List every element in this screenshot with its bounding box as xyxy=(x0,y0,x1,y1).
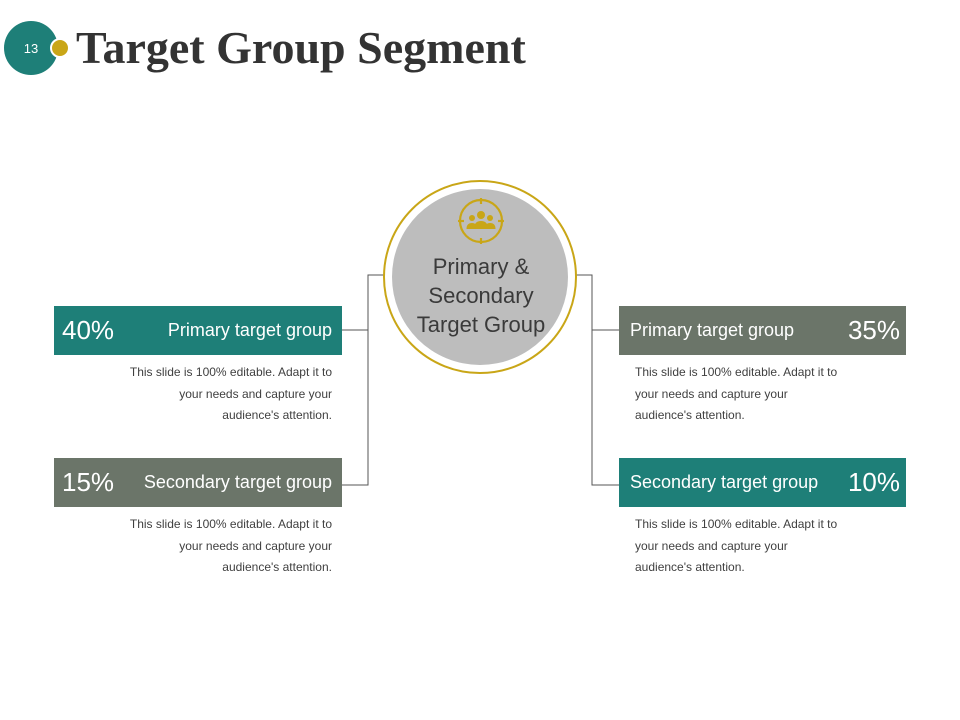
segment-description-primary-left: This slide is 100% editable. Adapt it to… xyxy=(102,362,332,427)
segment-bar-secondary-right: Secondary target group 10% xyxy=(619,458,906,507)
center-ring: Primary & Secondary Target Group xyxy=(383,180,577,374)
segment-bar-secondary-left: 15% Secondary target group xyxy=(54,458,342,507)
description-line: This slide is 100% editable. Adapt it to xyxy=(129,517,332,531)
group-target-icon xyxy=(458,198,504,244)
segment-percent: 35% xyxy=(847,315,900,345)
segment-percent: 10% xyxy=(847,467,900,497)
segment-description-secondary-right: This slide is 100% editable. Adapt it to… xyxy=(635,514,865,579)
connector-right xyxy=(576,274,619,486)
segment-bar-primary-left: 40% Primary target group xyxy=(54,306,342,355)
connector-left xyxy=(342,274,385,486)
description-line: your needs and capture your xyxy=(179,538,332,553)
segment-label: Primary target group xyxy=(167,320,332,340)
description-line: audience's attention. xyxy=(222,560,332,574)
center-label-line-3: Target Group xyxy=(416,312,546,337)
description-line: This slide is 100% editable. Adapt it to xyxy=(635,365,838,379)
center-label: Primary & Secondary Target Group xyxy=(385,252,577,339)
description-line: This slide is 100% editable. Adapt it to xyxy=(635,517,838,531)
segment-percent: 40% xyxy=(62,315,115,345)
segment-percent: 15% xyxy=(62,467,115,497)
description-line: audience's attention. xyxy=(635,560,745,574)
description-line: This slide is 100% editable. Adapt it to xyxy=(129,365,332,379)
segment-label: Secondary target group xyxy=(630,472,819,492)
center-label-line-2: Secondary xyxy=(428,283,534,308)
segment-description-secondary-left: This slide is 100% editable. Adapt it to… xyxy=(102,514,332,579)
description-line: your needs and capture your xyxy=(179,386,332,401)
description-line: audience's attention. xyxy=(635,408,745,422)
segment-description-primary-right: This slide is 100% editable. Adapt it to… xyxy=(635,362,865,427)
description-line: your needs and capture your xyxy=(635,538,788,553)
description-line: your needs and capture your xyxy=(635,386,788,401)
segment-label: Secondary target group xyxy=(143,472,332,492)
center-label-line-1: Primary & xyxy=(432,254,530,279)
segment-bar-primary-right: Primary target group 35% xyxy=(619,306,906,355)
segment-label: Primary target group xyxy=(630,320,795,340)
description-line: audience's attention. xyxy=(222,408,332,422)
slide-title: Target Group Segment xyxy=(76,22,526,73)
badge-dot xyxy=(50,38,70,58)
slide-number-badge: 13 xyxy=(4,21,58,75)
